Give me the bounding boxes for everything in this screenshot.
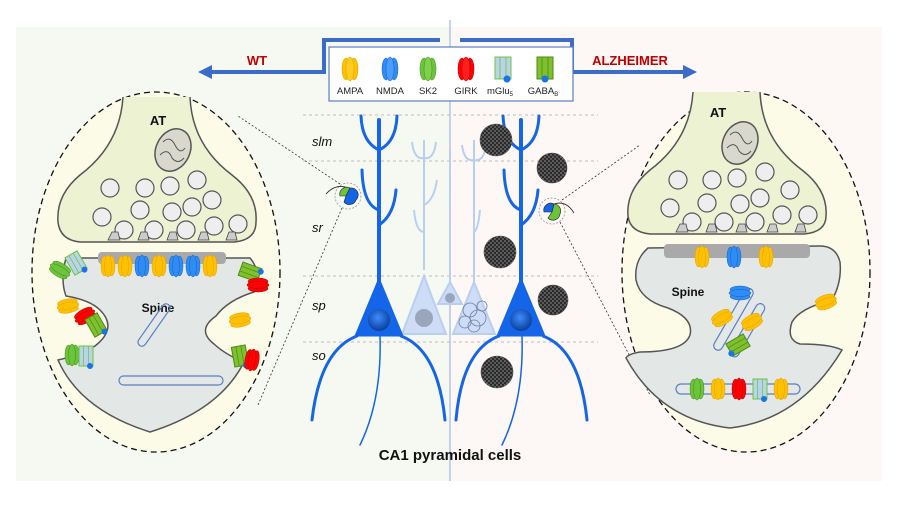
sk2-receptor-icon <box>689 377 705 401</box>
gabab-receptor-icon <box>84 312 108 338</box>
svg-text:GIRK: GIRK <box>454 86 478 97</box>
nmda-receptor-icon <box>134 254 150 278</box>
ampa-receptor-icon <box>694 245 710 269</box>
svg-text:GABAB: GABAB <box>528 86 558 98</box>
amyloid-plaque <box>536 152 568 184</box>
gabab-receptor-icon <box>237 261 264 283</box>
wt-arrow <box>198 38 440 79</box>
svg-text:mGlu5: mGlu5 <box>487 86 514 98</box>
ampa-receptor-icon <box>100 254 116 278</box>
release-sites <box>675 223 807 233</box>
ampa-receptor-icon <box>710 377 726 401</box>
layer-label-sr: sr <box>312 220 324 235</box>
mglu5-receptor-icon <box>752 378 768 402</box>
nmda-receptor-icon <box>185 254 201 278</box>
ampa-receptor-icon <box>228 312 252 328</box>
wt-dendritic-spine <box>56 257 258 433</box>
ampa-receptor-icon <box>741 312 763 332</box>
sk2-icon <box>419 56 437 82</box>
alzheimer-side-receptors <box>815 293 837 311</box>
alzheimer-terminal-label: AT <box>710 105 726 120</box>
alzheimer-synapse-marker <box>538 197 575 225</box>
amyloid-plaque <box>479 123 513 157</box>
alzheimer-psd-receptors <box>694 245 774 269</box>
ampa-receptor-icon <box>202 254 218 278</box>
wt-pyramidal-neuron <box>310 114 447 446</box>
alzheimer-nucleus <box>510 309 532 331</box>
alzheimer-axon-terminal <box>627 91 827 235</box>
figure-title: CA1 pyramidal cells <box>379 447 522 464</box>
ampa-receptor-icon <box>815 293 837 311</box>
ampa-receptor-icon <box>711 308 733 328</box>
amyloid-plaque <box>483 235 517 269</box>
faded-neurons <box>400 140 497 335</box>
mitochondrion-icon <box>721 121 759 165</box>
ampa-icon <box>341 56 359 82</box>
endoplasmic-reticulum <box>118 303 224 386</box>
wt-nucleus <box>368 309 390 331</box>
release-sites <box>107 231 238 241</box>
amyloid-plaques <box>479 123 569 389</box>
wt-side-receptors <box>49 250 270 372</box>
alzheimer-pyramidal-neuron <box>454 114 589 446</box>
wt-psd-receptors <box>100 254 218 278</box>
alzheimer-endosome-receptors <box>689 377 789 402</box>
legend-item-sk2: SK2 <box>419 56 437 97</box>
wt-synapse-zoom: AT Spine <box>31 91 281 453</box>
ampa-receptor-icon <box>758 245 774 269</box>
gabab-icon <box>536 56 554 83</box>
girk-receptor-icon <box>246 277 270 293</box>
wt-synapse-marker <box>325 182 362 210</box>
nmda-receptor-icon <box>726 245 742 269</box>
gabab-receptor-icon <box>230 344 250 369</box>
layer-label-slm: slm <box>312 134 332 149</box>
receptor-legend: AMPA NMDA SK2 GIRK <box>328 46 574 102</box>
legend-item-mglu5: mGlu5 <box>487 56 514 98</box>
legend-item-girk: GIRK <box>454 56 478 97</box>
ampa-receptor-icon <box>773 377 789 401</box>
layer-boundaries <box>303 114 598 343</box>
svg-text:AMPA: AMPA <box>337 86 364 97</box>
mglu5-receptor-icon <box>78 345 94 369</box>
girk-receptor-icon <box>731 377 747 401</box>
mitochondrion-icon <box>154 128 192 172</box>
zoom-connectors <box>237 115 651 406</box>
nmda-receptor-icon <box>728 285 752 301</box>
girk-receptor-icon <box>244 348 260 372</box>
mglu5-receptor-icon <box>64 250 88 276</box>
amyloid-plaque <box>480 355 514 389</box>
sk2-receptor-icon <box>49 260 71 280</box>
alzheimer-internalized-receptors <box>711 285 763 357</box>
amyloid-plaque <box>537 284 569 316</box>
sk2-receptor-icon <box>64 343 80 367</box>
ampa-receptor-icon <box>151 254 167 278</box>
legend-item-nmda: NMDA <box>376 56 405 97</box>
nmda-icon <box>381 56 399 82</box>
girk-icon <box>457 56 475 82</box>
wt-label: WT <box>247 53 267 68</box>
svg-text:SK2: SK2 <box>419 86 437 97</box>
legend-item-gabab: GABAB <box>528 56 558 98</box>
alzheimer-synapse-zoom: AT Spine <box>621 91 871 453</box>
legend-item-ampa: AMPA <box>337 56 364 97</box>
nmda-receptor-icon <box>168 254 184 278</box>
layer-label-sp: sp <box>312 298 326 313</box>
alzheimer-label: ALZHEIMER <box>592 53 668 68</box>
ampa-receptor-icon <box>117 254 133 278</box>
svg-text:NMDA: NMDA <box>376 86 405 97</box>
mglu5-icon <box>494 56 512 83</box>
alzheimer-spine-label: Spine <box>672 285 705 299</box>
layer-label-so: so <box>312 348 326 363</box>
wt-spine-label: Spine <box>142 301 175 315</box>
wt-terminal-label: AT <box>150 113 166 128</box>
synaptic-vesicles <box>660 162 818 232</box>
gabab-receptor-icon <box>725 333 751 357</box>
synaptic-vesicles <box>92 170 248 240</box>
ampa-receptor-icon <box>56 298 80 314</box>
neurofibrillary-tangle <box>458 300 488 333</box>
